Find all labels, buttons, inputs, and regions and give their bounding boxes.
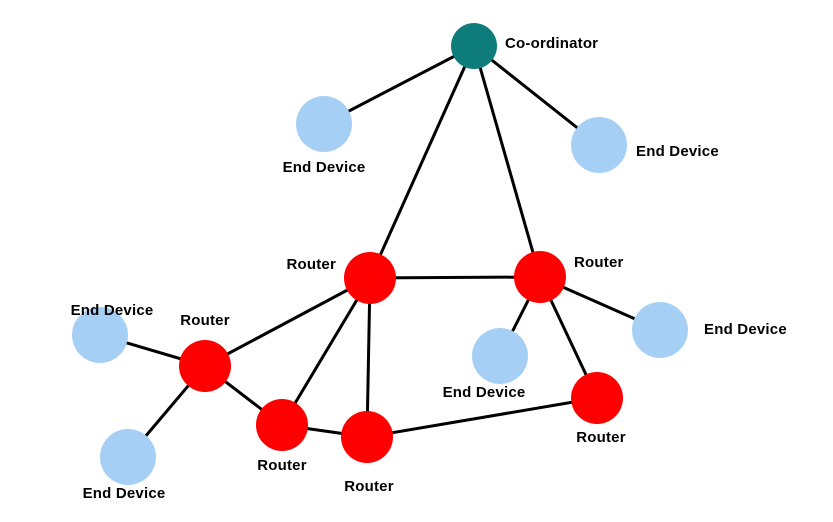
node-label-router-left: Router bbox=[180, 312, 230, 329]
network-link-coordinator-to-router-right bbox=[472, 45, 542, 278]
node-label-router-bottom: Router bbox=[344, 478, 394, 495]
node-end-device-top-left[interactable] bbox=[296, 96, 352, 152]
node-layer bbox=[72, 23, 688, 485]
node-label-end-device-left: End Device bbox=[70, 302, 154, 319]
node-label-end-device-right: End Device bbox=[704, 321, 787, 338]
node-router-bottom-right[interactable] bbox=[571, 372, 623, 424]
network-link-router-center-to-router-bottom bbox=[365, 277, 372, 438]
network-link-coordinator-to-router-center bbox=[368, 45, 476, 279]
node-end-device-bottom-left[interactable] bbox=[100, 429, 156, 485]
node-label-coordinator: Co-ordinator bbox=[505, 35, 599, 52]
node-end-device-left[interactable] bbox=[72, 307, 128, 363]
node-label-end-device-top-right: End Device bbox=[636, 143, 719, 160]
node-end-device-right[interactable] bbox=[632, 302, 688, 358]
node-router-bottom[interactable] bbox=[341, 411, 393, 463]
node-label-end-device-middle: End Device bbox=[442, 384, 526, 401]
node-router-left[interactable] bbox=[179, 340, 231, 392]
node-coordinator[interactable] bbox=[451, 23, 497, 69]
network-link-router-center-to-router-lower-left bbox=[280, 277, 372, 426]
network-link-router-center-to-router-right bbox=[369, 275, 541, 280]
network-link-router-center-to-router-left bbox=[204, 276, 371, 368]
node-router-right[interactable] bbox=[514, 251, 566, 303]
node-label-router-center: Router bbox=[286, 256, 336, 273]
node-label-router-right: Router bbox=[574, 254, 624, 271]
node-label-router-lower-left: Router bbox=[257, 457, 307, 474]
network-link-router-bottom-to-router-bottom-right bbox=[366, 396, 598, 439]
node-end-device-middle[interactable] bbox=[472, 328, 528, 384]
node-label-end-device-top-left: End Device bbox=[282, 159, 366, 176]
node-end-device-top-right[interactable] bbox=[571, 117, 627, 173]
node-label-end-device-bottom-left: End Device bbox=[82, 485, 166, 502]
node-label-router-bottom-right: Router bbox=[576, 429, 626, 446]
network-link-coordinator-to-end-device-top-left bbox=[323, 44, 475, 126]
node-router-center[interactable] bbox=[344, 252, 396, 304]
node-router-lower-left[interactable] bbox=[256, 399, 308, 451]
